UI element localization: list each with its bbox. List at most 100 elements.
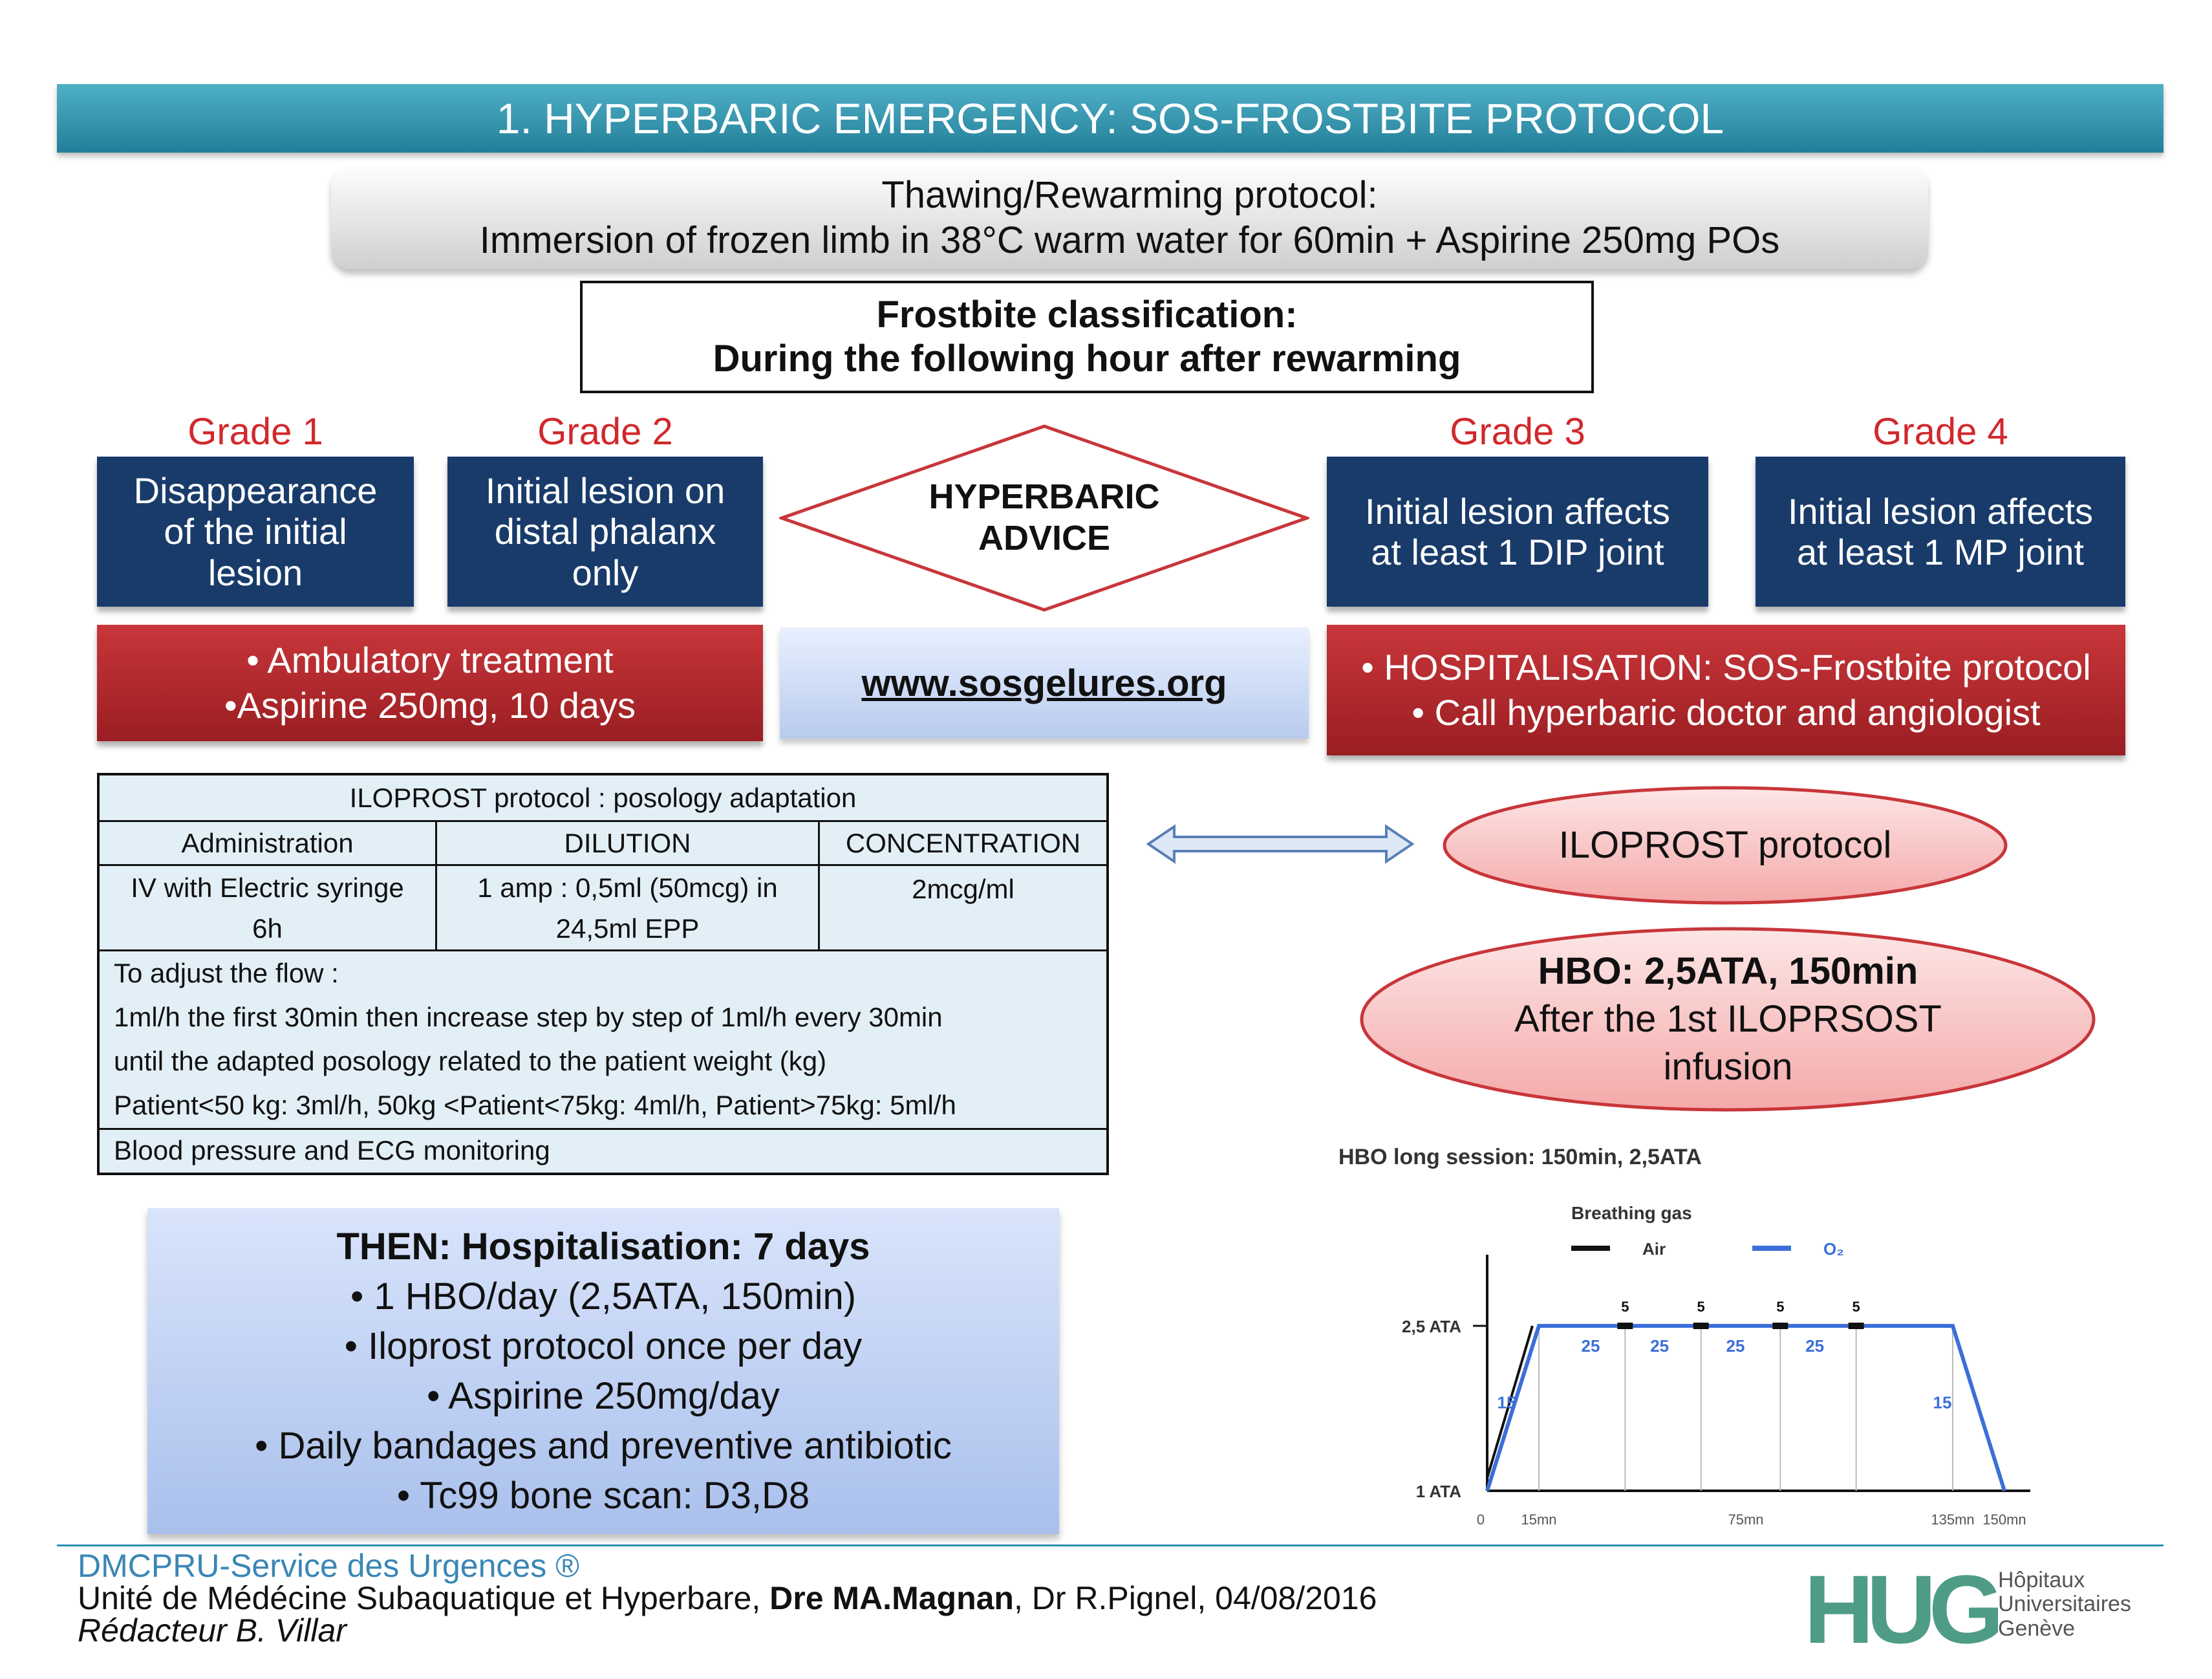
ambulatory-line: •Aspirine 250mg, 10 days <box>224 685 636 726</box>
ambulatory-box: • Ambulatory treatment •Aspirine 250mg, … <box>97 625 763 741</box>
page-title: 1. HYPERBARIC EMERGENCY: SOS-FROSTBITE P… <box>496 94 1724 142</box>
classification-line-1: Frostbite classification: <box>876 293 1298 336</box>
hbo-session-chart: HBO long session: 150min, 2,5ATA Breathi… <box>1338 1145 2030 1526</box>
footer-date: , Dr R.Pignel, 04/08/2016 <box>1013 1580 1377 1616</box>
then-item: • Iloprost protocol once per day <box>344 1325 863 1367</box>
grade-2-line: distal phalanx <box>494 511 716 552</box>
footer-service: DMCPRU-Service des Urgences ® <box>78 1548 579 1584</box>
grade-4-box: Initial lesion affects at least 1 MP joi… <box>1756 457 2125 607</box>
segment-label: 25 <box>1726 1336 1745 1356</box>
air-break-label: 5 <box>1852 1299 1860 1315</box>
website-box[interactable]: www.sosgelures.org <box>780 627 1309 739</box>
x-tick-label: 0 <box>1477 1511 1485 1526</box>
x-tick-label: 75mn <box>1728 1511 1763 1526</box>
hbo-line: After the 1st ILOPRSOST <box>1514 997 1942 1040</box>
monitoring-line: Blood pressure and ECG monitoring <box>114 1135 550 1165</box>
table-cell: 2mcg/ml <box>820 866 1106 949</box>
thawing-protocol-box: Thawing/Rewarming protocol: Immersion of… <box>331 167 1928 269</box>
grade-3-line: at least 1 DIP joint <box>1371 532 1664 572</box>
iloprost-table: ILOPROST protocol : posology adaptation … <box>97 773 1109 1175</box>
grade-3-box: Initial lesion affects at least 1 DIP jo… <box>1327 457 1708 607</box>
classification-line-2: During the following hour after rewarmin… <box>713 338 1461 380</box>
logo-line: Hôpitaux <box>1998 1568 2085 1592</box>
hug-logo: HUG <box>1804 1555 2004 1663</box>
iloprost-table-data-row: IV with Electric syringe 6h 1 amp : 0,5m… <box>100 866 1106 951</box>
hospitalisation-line: • Call hyperbaric doctor and angiologist <box>1412 692 2041 733</box>
segment-label: 25 <box>1582 1336 1600 1356</box>
hbo-ellipse-text: HBO: 2,5ATA, 150min After the 1st ILOPRS… <box>1358 925 2098 1114</box>
then-title: THEN: Hospitalisation: 7 days <box>336 1225 870 1268</box>
page-title-bar: 1. HYPERBARIC EMERGENCY: SOS-FROSTBITE P… <box>57 84 2164 153</box>
table-header: DILUTION <box>437 822 820 864</box>
segment-label: 15 <box>1498 1393 1516 1413</box>
thawing-line-1: Thawing/Rewarming protocol: <box>881 174 1378 217</box>
iloprost-table-title: ILOPROST protocol : posology adaptation <box>349 782 857 813</box>
y-tick-label: 2,5 ATA <box>1402 1317 1461 1336</box>
flow-line: until the adapted posology related to th… <box>114 1046 827 1076</box>
air-break-label: 5 <box>1621 1299 1629 1315</box>
chart-title: HBO long session: 150min, 2,5ATA <box>1338 1145 1702 1169</box>
table-cell-line: 1 amp : 0,5ml (50mcg) in <box>477 872 778 903</box>
ambulatory-line: • Ambulatory treatment <box>246 640 614 680</box>
footer-author: Dre MA.Magnan <box>769 1580 1014 1616</box>
table-cell-line: 6h <box>252 913 283 944</box>
grade-1-label: Grade 1 <box>188 410 323 453</box>
segment-label: 25 <box>1650 1336 1669 1356</box>
iloprost-table-header-row: Administration DILUTION CONCENTRATION <box>100 822 1106 866</box>
hyperbaric-advice-line: ADVICE <box>978 519 1111 558</box>
then-item: • 1 HBO/day (2,5ATA, 150min) <box>350 1275 857 1317</box>
hospitalisation-box: • HOSPITALISATION: SOS-Frostbite protoco… <box>1327 625 2125 755</box>
thawing-line-2: Immersion of frozen limb in 38°C warm wa… <box>479 219 1780 261</box>
grade-2-line: Initial lesion on <box>485 470 725 512</box>
y-tick-label: 1 ATA <box>1416 1482 1462 1501</box>
classification-box: Frostbite classification: During the fol… <box>580 281 1594 393</box>
grade-4-label: Grade 4 <box>1873 410 2008 453</box>
x-tick-label: 150mn <box>1982 1511 2026 1526</box>
legend-o2-label: O₂ <box>1823 1239 1844 1259</box>
double-arrow-icon <box>1146 824 1415 864</box>
then-item: • Aspirine 250mg/day <box>427 1375 780 1417</box>
grade-2-line: only <box>572 552 639 593</box>
grade-1-line: of the initial <box>164 511 347 552</box>
hbo-line: infusion <box>1663 1046 1793 1089</box>
footer-redacteur: Rédacteur B. Villar <box>78 1612 347 1649</box>
iloprost-table-title-row: ILOPROST protocol : posology adaptation <box>100 775 1106 822</box>
x-tick-label: 135mn <box>1931 1511 1974 1526</box>
logo-line: Universitaires <box>1998 1592 2131 1617</box>
grade-2-box: Initial lesion on distal phalanx only <box>447 457 763 607</box>
grade-3-label: Grade 3 <box>1450 410 1585 453</box>
website-link[interactable]: www.sosgelures.org <box>861 662 1227 704</box>
flow-line: 1ml/h the first 30min then increase step… <box>114 1002 943 1032</box>
table-cell: 1 amp : 0,5ml (50mcg) in 24,5ml EPP <box>437 866 820 949</box>
footer-unit-text: Unité de Médécine Subaquatique et Hyperb… <box>78 1580 770 1616</box>
legend-air-label: Air <box>1642 1239 1666 1259</box>
grade-1-line: Disappearance <box>133 470 378 512</box>
flow-line: To adjust the flow : <box>114 958 339 988</box>
air-break-label: 5 <box>1697 1299 1705 1315</box>
then-item: • Daily bandages and preventive antibiot… <box>255 1425 952 1468</box>
segment-label: 15 <box>1933 1393 1952 1413</box>
grade-1-line: lesion <box>208 552 303 593</box>
then-item: • Tc99 bone scan: D3,D8 <box>396 1475 810 1517</box>
table-header: CONCENTRATION <box>845 828 1081 858</box>
hbo-ellipse <box>1360 927 2096 1112</box>
table-cell-line: 24,5ml EPP <box>555 913 700 944</box>
hyperbaric-advice-text: HYPERBARIC ADVICE <box>779 424 1309 612</box>
iloprost-flow-section: To adjust the flow : 1ml/h the first 30m… <box>100 951 1106 1130</box>
hospitalisation-line: • HOSPITALISATION: SOS-Frostbite protoco… <box>1361 647 2091 688</box>
grade-2-label: Grade 2 <box>537 410 673 453</box>
then-hospitalisation-box: THEN: Hospitalisation: 7 days • 1 HBO/da… <box>147 1208 1059 1534</box>
footer-unit: Unité de Médécine Subaquatique et Hyperb… <box>78 1579 1377 1617</box>
table-cell-line: 2mcg/ml <box>912 874 1015 904</box>
x-tick-label: 15mn <box>1521 1511 1556 1526</box>
iloprost-ellipse-text: ILOPROST protocol <box>1558 823 1892 866</box>
table-cell-line: IV with Electric syringe <box>131 872 404 903</box>
air-break-label: 5 <box>1776 1299 1784 1315</box>
legend-title: Breathing gas <box>1571 1203 1692 1223</box>
logo-line: Genève <box>1998 1616 2076 1641</box>
footer-divider <box>57 1544 2164 1546</box>
table-cell: IV with Electric syringe 6h <box>100 866 437 949</box>
grade-1-box: Disappearance of the initial lesion <box>97 457 414 607</box>
flow-line: Patient<50 kg: 3ml/h, 50kg <Patient<75kg… <box>114 1090 956 1120</box>
iloprost-ellipse <box>1443 786 2008 905</box>
